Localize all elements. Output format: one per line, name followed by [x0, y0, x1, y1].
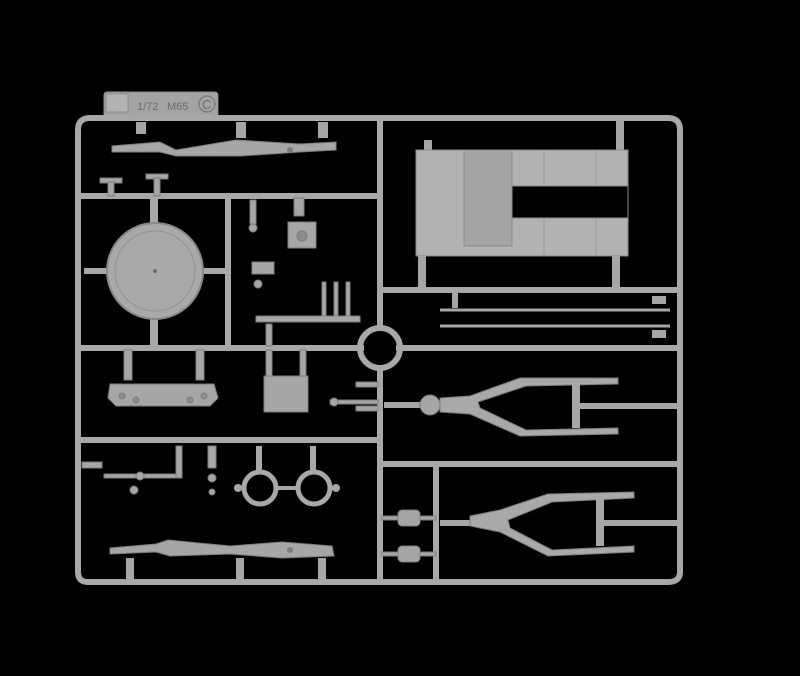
- lever-parts: [329, 381, 379, 412]
- long-rods: [440, 292, 670, 338]
- small-pins-top: [99, 173, 169, 197]
- lower-chassis-rail: [109, 539, 335, 580]
- ring-pair: [234, 446, 340, 507]
- a-frame-upper: [384, 377, 678, 437]
- sprue-label-tag: 1/72 M65 C: [103, 91, 219, 119]
- body-panel-part: [415, 120, 629, 288]
- scale-label: 1/72: [137, 101, 158, 113]
- sprue-frame: [75, 115, 683, 585]
- central-ring: [357, 325, 403, 371]
- round-plate-part: [84, 198, 228, 346]
- lower-left-parts: [81, 445, 217, 496]
- top-chassis-rail: [111, 122, 337, 157]
- cylinder-parts: [381, 509, 437, 563]
- small-parts-cluster: [248, 197, 361, 347]
- sprue-letter: C: [202, 97, 211, 112]
- bumper-part: [107, 349, 219, 407]
- small-box-part: [263, 349, 309, 413]
- kit-label: M65: [167, 101, 188, 113]
- a-frame-lower: [440, 491, 678, 557]
